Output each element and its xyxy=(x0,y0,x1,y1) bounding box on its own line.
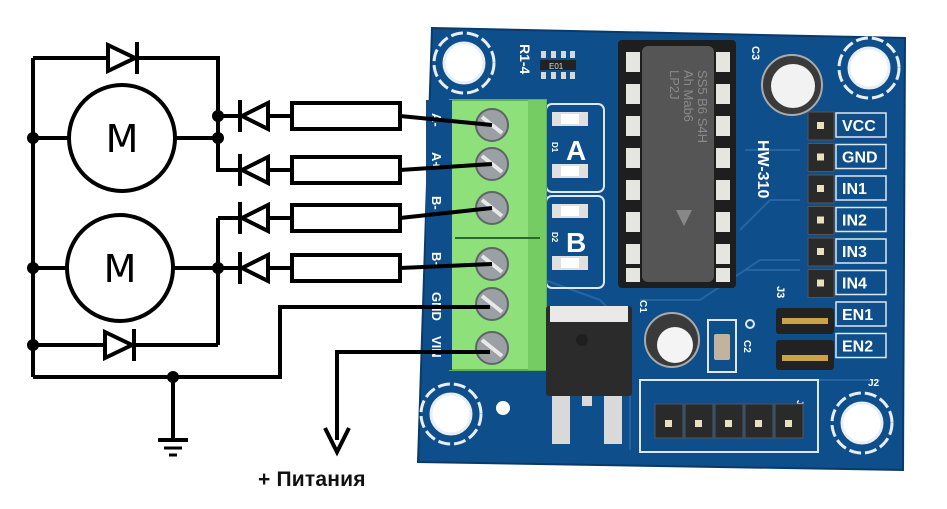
capacitor-c2: C2 xyxy=(707,319,755,373)
cap-c1-label: C1 xyxy=(637,300,648,313)
diode xyxy=(237,153,270,187)
terminal-label: A+ xyxy=(429,152,444,169)
capacitor-c3 xyxy=(761,54,823,116)
diode-bottom xyxy=(103,328,137,362)
header-j1-pin[interactable] xyxy=(684,403,714,439)
channel-b-label: B xyxy=(566,227,586,258)
ic-chip: SS5 B6 S4H Ah Mab6 LP2J xyxy=(618,40,736,288)
schematic xyxy=(27,41,493,457)
led-d2-label: D2 xyxy=(550,232,559,243)
led-d1-label: D1 xyxy=(550,142,559,153)
pin-label-in1: IN1 xyxy=(842,181,867,198)
voltage-regulator xyxy=(546,306,632,444)
header-j1-pin[interactable] xyxy=(714,403,744,439)
mounting-hole-tl xyxy=(432,31,496,95)
diode xyxy=(237,201,270,235)
pin-label-box xyxy=(835,175,887,201)
chip-marking-1: SS5 B6 S4H xyxy=(695,70,710,143)
pin-label-box xyxy=(835,269,887,296)
pin-label-box xyxy=(835,238,887,264)
power-wire xyxy=(335,350,490,440)
header-j1-pin[interactable] xyxy=(654,403,684,439)
diode-resistor-row xyxy=(218,153,493,187)
pin-label-in4: IN4 xyxy=(842,276,867,293)
diode-resistor-row xyxy=(218,201,493,235)
terminal-screw[interactable] xyxy=(475,287,509,321)
diode-resistor-row xyxy=(218,251,493,285)
header-pin[interactable] xyxy=(807,174,835,204)
pin-label-box xyxy=(835,301,887,327)
board-model-label: HW-310 xyxy=(754,140,771,198)
jumper-j3-label: J3 xyxy=(774,286,786,298)
pin-label-box xyxy=(835,143,887,170)
pin-label-vcc: VCC xyxy=(842,118,876,135)
header-pin[interactable] xyxy=(807,143,835,172)
pin-label-in2: IN2 xyxy=(842,213,867,230)
pin-label-box xyxy=(835,332,887,359)
junction-dots xyxy=(27,110,224,383)
resistor xyxy=(290,203,402,233)
pin-label-gnd: GND xyxy=(842,150,878,167)
terminal-label: VIN xyxy=(429,336,444,358)
header-j1-pin[interactable] xyxy=(774,403,804,439)
resistor xyxy=(290,253,402,283)
mounting-hole-bl xyxy=(419,382,483,446)
jumper-en1[interactable] xyxy=(776,308,834,334)
terminal-label: B- xyxy=(429,196,444,210)
gnd-wire xyxy=(33,305,490,379)
capacitor-c1 xyxy=(644,312,700,368)
header-pin[interactable] xyxy=(807,269,835,298)
pin-label-en1: EN1 xyxy=(842,307,873,324)
header-j1-pin[interactable] xyxy=(744,403,774,439)
st-logo-icon xyxy=(676,210,692,226)
resistor-array-label: R1-4 xyxy=(517,44,533,75)
diode-resistor-rows xyxy=(218,99,493,285)
header-j2-label: J2 xyxy=(868,378,880,389)
power-caption: + Питания xyxy=(258,468,366,491)
pin-label-en2: EN2 xyxy=(842,339,873,356)
mounting-hole-br xyxy=(830,391,894,455)
chip-marking-2: Ah Mab6 xyxy=(681,70,696,122)
motor-1-label: M xyxy=(106,117,139,161)
header-pin[interactable] xyxy=(807,237,835,267)
led-block-b: B D2 xyxy=(545,195,605,289)
resistor-code: E01 xyxy=(549,62,564,71)
resistor xyxy=(290,101,402,131)
ground-icon xyxy=(158,438,188,457)
diode-top xyxy=(106,41,140,75)
motor-2-label: M xyxy=(104,247,137,291)
pin-label-box xyxy=(835,206,887,233)
pin-label-in3: IN3 xyxy=(842,244,867,261)
chip-marking-3: LP2J xyxy=(667,70,682,100)
jumper-en2[interactable] xyxy=(776,340,834,370)
pin-label-box xyxy=(835,112,887,138)
terminal-screw[interactable] xyxy=(475,331,509,365)
diode xyxy=(237,99,270,133)
via-hole xyxy=(496,401,510,415)
header-j1: J1 xyxy=(639,379,819,453)
channel-a-label: A xyxy=(566,135,586,166)
cap-c2-label: C2 xyxy=(741,340,752,353)
diode xyxy=(237,251,270,285)
header-pin[interactable] xyxy=(807,206,835,235)
resistor xyxy=(290,155,402,185)
cap-c3-label: C3 xyxy=(749,46,761,60)
diode-resistor-row xyxy=(218,99,493,133)
pcb-board: R1-4 E01 SS5 B6 S4H Ah Mab6 LP2J xyxy=(416,26,907,472)
header-pin[interactable] xyxy=(807,111,835,141)
resistor-array: E01 xyxy=(540,51,576,79)
arrow-down-icon xyxy=(323,427,351,457)
mounting-hole-tr xyxy=(837,36,901,100)
